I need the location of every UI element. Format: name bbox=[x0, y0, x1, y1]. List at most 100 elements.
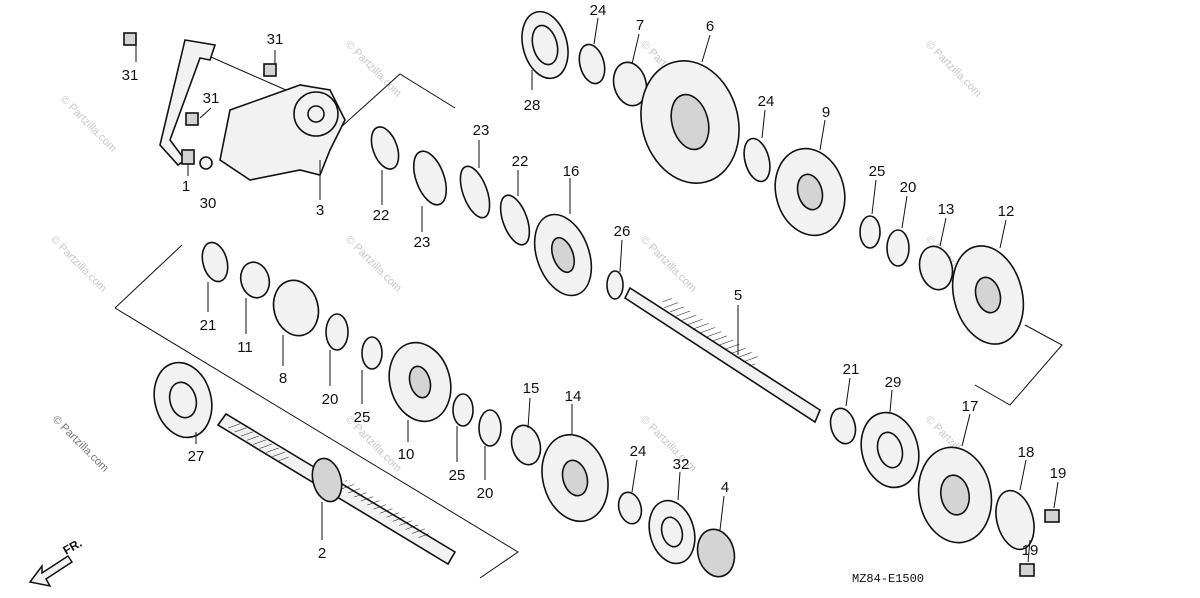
leader-line bbox=[701, 34, 711, 63]
gear-part-10-hub bbox=[408, 365, 432, 399]
part-label-19: 19 bbox=[1050, 465, 1067, 482]
bolt-part-31 bbox=[123, 32, 137, 46]
bearing-part-29-inner bbox=[876, 431, 904, 469]
upper-row-parts bbox=[370, 10, 1025, 345]
assembly-line-left bbox=[114, 244, 183, 309]
part-label-24: 24 bbox=[590, 2, 607, 19]
watermark: © Partzilla.com bbox=[48, 234, 109, 295]
leader-line bbox=[199, 107, 212, 119]
part-label-25: 25 bbox=[354, 409, 371, 426]
gear-part-9-hub bbox=[796, 173, 824, 211]
washer-part-24 bbox=[578, 43, 606, 85]
countershaft-part-5 bbox=[623, 286, 821, 424]
lock-washer-part-22 bbox=[370, 126, 400, 170]
gear-part-16-hub bbox=[550, 236, 576, 274]
watermark: © Partzilla.com bbox=[638, 414, 699, 475]
assembly-line-right bbox=[974, 324, 1063, 406]
bearing-part-28-inner bbox=[531, 24, 559, 66]
gear-part-14-hub bbox=[561, 459, 589, 497]
part-label-2: 2 bbox=[318, 545, 326, 562]
leader-line bbox=[677, 471, 681, 501]
leader-line bbox=[961, 413, 971, 447]
part-label-20: 20 bbox=[900, 179, 917, 196]
watermark-dark: © Partzilla.com bbox=[50, 414, 111, 475]
part-label-30: 30 bbox=[200, 195, 217, 212]
mainshaft-splines-left bbox=[228, 420, 290, 464]
bearing-part-32-inner bbox=[660, 516, 684, 548]
leader-line bbox=[761, 109, 766, 139]
part-label-1: 1 bbox=[182, 178, 190, 195]
part-label-24: 24 bbox=[758, 93, 775, 110]
washer-part-24 bbox=[743, 137, 771, 183]
part-label-25: 25 bbox=[449, 467, 466, 484]
leader-line bbox=[819, 119, 826, 151]
leader-line bbox=[631, 459, 638, 493]
mainshaft-part-2 bbox=[216, 412, 457, 566]
circlip-part-25 bbox=[361, 336, 383, 370]
part-label-18: 18 bbox=[1018, 444, 1035, 461]
bearing-part-27-inner bbox=[168, 381, 198, 419]
leader-line bbox=[719, 495, 725, 531]
part-label-20: 20 bbox=[322, 391, 339, 408]
part-label-23: 23 bbox=[414, 234, 431, 251]
part-label-14: 14 bbox=[565, 388, 582, 405]
watermark: © Partzilla.com bbox=[923, 39, 984, 100]
washer-part-20 bbox=[886, 229, 910, 267]
watermark: © Partzilla.com bbox=[343, 39, 404, 100]
leader-line bbox=[871, 179, 877, 215]
leader-line bbox=[619, 239, 623, 273]
diagram-code: MZ84-E1500 bbox=[852, 572, 924, 586]
thrust-washer-part-23 bbox=[459, 165, 491, 219]
leader-line bbox=[593, 17, 599, 45]
part-label-5: 5 bbox=[734, 287, 742, 304]
countershaft-splines bbox=[660, 296, 760, 368]
part-label-31: 31 bbox=[122, 67, 139, 84]
leader-line bbox=[901, 195, 908, 229]
washer-part-30 bbox=[199, 156, 213, 170]
lock-washer-part-22 bbox=[499, 194, 531, 246]
part-label-22: 22 bbox=[512, 153, 529, 170]
circlip-part-25 bbox=[859, 215, 881, 249]
bracket-assembly bbox=[123, 32, 346, 181]
part-label-32: 32 bbox=[673, 456, 690, 473]
part-label-31: 31 bbox=[203, 90, 220, 107]
washer-part-21 bbox=[201, 241, 229, 283]
assembly-line-top bbox=[339, 73, 456, 129]
part-label-11: 11 bbox=[237, 339, 253, 356]
part-label-7: 7 bbox=[636, 17, 644, 34]
part-label-19: 19 bbox=[1022, 542, 1039, 559]
leader-line bbox=[889, 389, 893, 413]
thrust-washer-part-23 bbox=[412, 150, 448, 206]
washer-part-20 bbox=[478, 409, 502, 447]
bolt-part-19 bbox=[1019, 563, 1035, 577]
part-label-6: 6 bbox=[706, 18, 714, 35]
assembly-line-bottom bbox=[114, 307, 519, 579]
part-label-29: 29 bbox=[885, 374, 902, 391]
collar-part-1 bbox=[181, 149, 195, 165]
gear-part-12-hub bbox=[974, 276, 1002, 314]
cap-part-4 bbox=[696, 528, 736, 578]
leader-line bbox=[527, 397, 531, 429]
leader-line bbox=[845, 377, 851, 407]
direction-label: FR. bbox=[61, 536, 85, 558]
sprocket-part-17-hub bbox=[939, 474, 971, 516]
part-label-13: 13 bbox=[938, 201, 955, 218]
part-label-15: 15 bbox=[523, 380, 540, 397]
part-label-4: 4 bbox=[721, 479, 729, 496]
part-label-9: 9 bbox=[822, 104, 830, 121]
bushing-part-11 bbox=[239, 261, 271, 299]
bushing-part-7 bbox=[612, 61, 648, 107]
bushing-part-13 bbox=[918, 245, 954, 291]
washer-part-21 bbox=[829, 407, 857, 445]
leader-line bbox=[939, 217, 947, 247]
leader-line bbox=[631, 33, 640, 65]
bolt-part-31 bbox=[185, 112, 199, 126]
bolt-part-31 bbox=[263, 63, 277, 77]
part-label-26: 26 bbox=[614, 223, 631, 240]
leader-lines bbox=[135, 17, 1059, 563]
circlip-part-25 bbox=[452, 393, 474, 427]
gear-part-8 bbox=[272, 279, 320, 337]
part-label-12: 12 bbox=[998, 203, 1015, 220]
